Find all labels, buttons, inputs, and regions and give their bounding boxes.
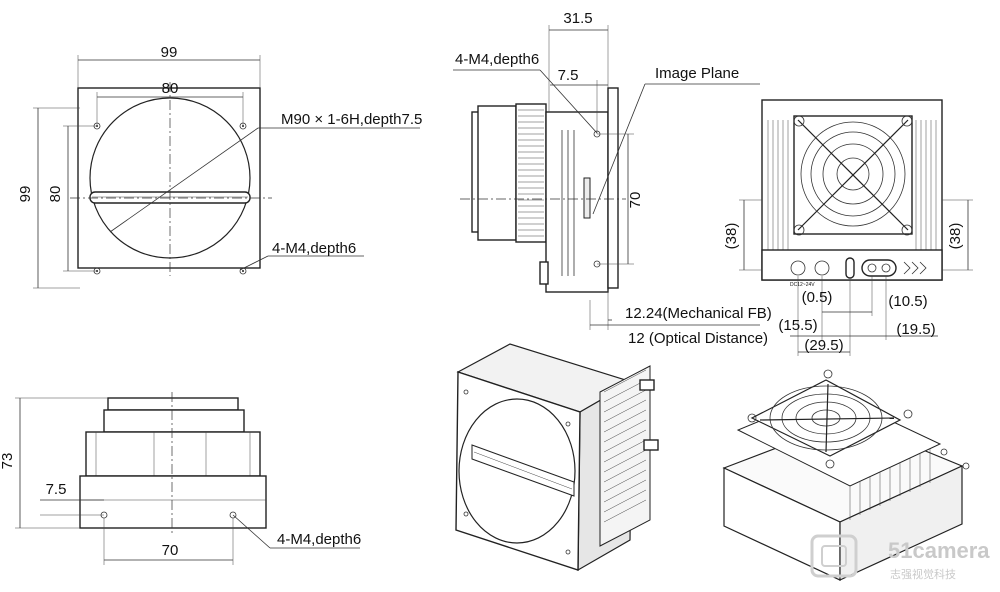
bottom-width-dim: 70 [162,542,179,559]
rear-fins-left [767,120,789,250]
side-view: 31.5 4-M4,depth6 7.5 Image Plane 70 12.2… [453,10,772,347]
watermark-subtitle: 志强视觉科技 [890,567,956,581]
rear-dim-d: (19.5) [896,321,935,338]
rear-dim-e: (29.5) [804,337,843,354]
io-connector [814,260,830,276]
rear-dim-b: (10.5) [888,293,927,310]
data-port [861,259,897,277]
side-height-dim: 70 [627,192,644,209]
rear-right-dim: (38) [947,223,964,250]
port-label: DC12~24V [790,282,815,288]
bottom-offset-dim: 7.5 [46,481,67,498]
bottom-front-plate [79,475,267,529]
front-plate [77,87,261,269]
watermark-brand: 51camera [888,538,990,563]
watermark-logo: 51camera 志强视觉科技 [810,534,990,581]
side-offset-dim: 7.5 [558,67,579,84]
rear-fins-right [915,120,937,250]
iso-fins [603,369,647,523]
front-hole-note: 4-M4,depth6 [272,240,356,257]
front-width-outer: 99 [161,44,178,61]
bottom-view: 73 7.5 70 4-M4,depth6 [0,392,361,565]
front-width-inner: 80 [162,80,179,97]
iso-rear-fins [849,449,931,520]
front-view: 99 80 99 80 M90 × 1-6H,depth7.5 4-M4,dep… [17,44,422,289]
thread-note: M90 × 1-6H,depth7.5 [281,111,422,128]
image-plane-label: Image Plane [655,65,739,82]
power-connector [790,260,806,276]
rear-dim-c: (15.5) [778,317,817,334]
bottom-heatsink [85,431,261,477]
rear-left-dim: (38) [723,223,740,250]
optical-distance-label: 12 (Optical Distance) [628,330,768,347]
side-front-plate [607,87,619,289]
bottom-hole-note: 4-M4,depth6 [277,531,361,548]
side-main-body [545,111,609,293]
rear-view: DC12~24V (38) (38) (0.5) (10.5) (15.5) (… [723,99,973,356]
rear-dim-a: (0.5) [802,289,833,306]
mechanical-fb-label: 12.24(Mechanical FB) [625,305,772,322]
side-depth-dim: 31.5 [563,10,592,27]
isometric-front [455,343,659,572]
led-indicator [845,257,855,279]
bottom-height-dim: 73 [0,453,16,470]
front-height-inner: 80 [47,186,64,203]
heatsink-fins [518,109,544,237]
front-height-outer: 99 [17,186,34,203]
side-hole-note: 4-M4,depth6 [455,51,539,68]
